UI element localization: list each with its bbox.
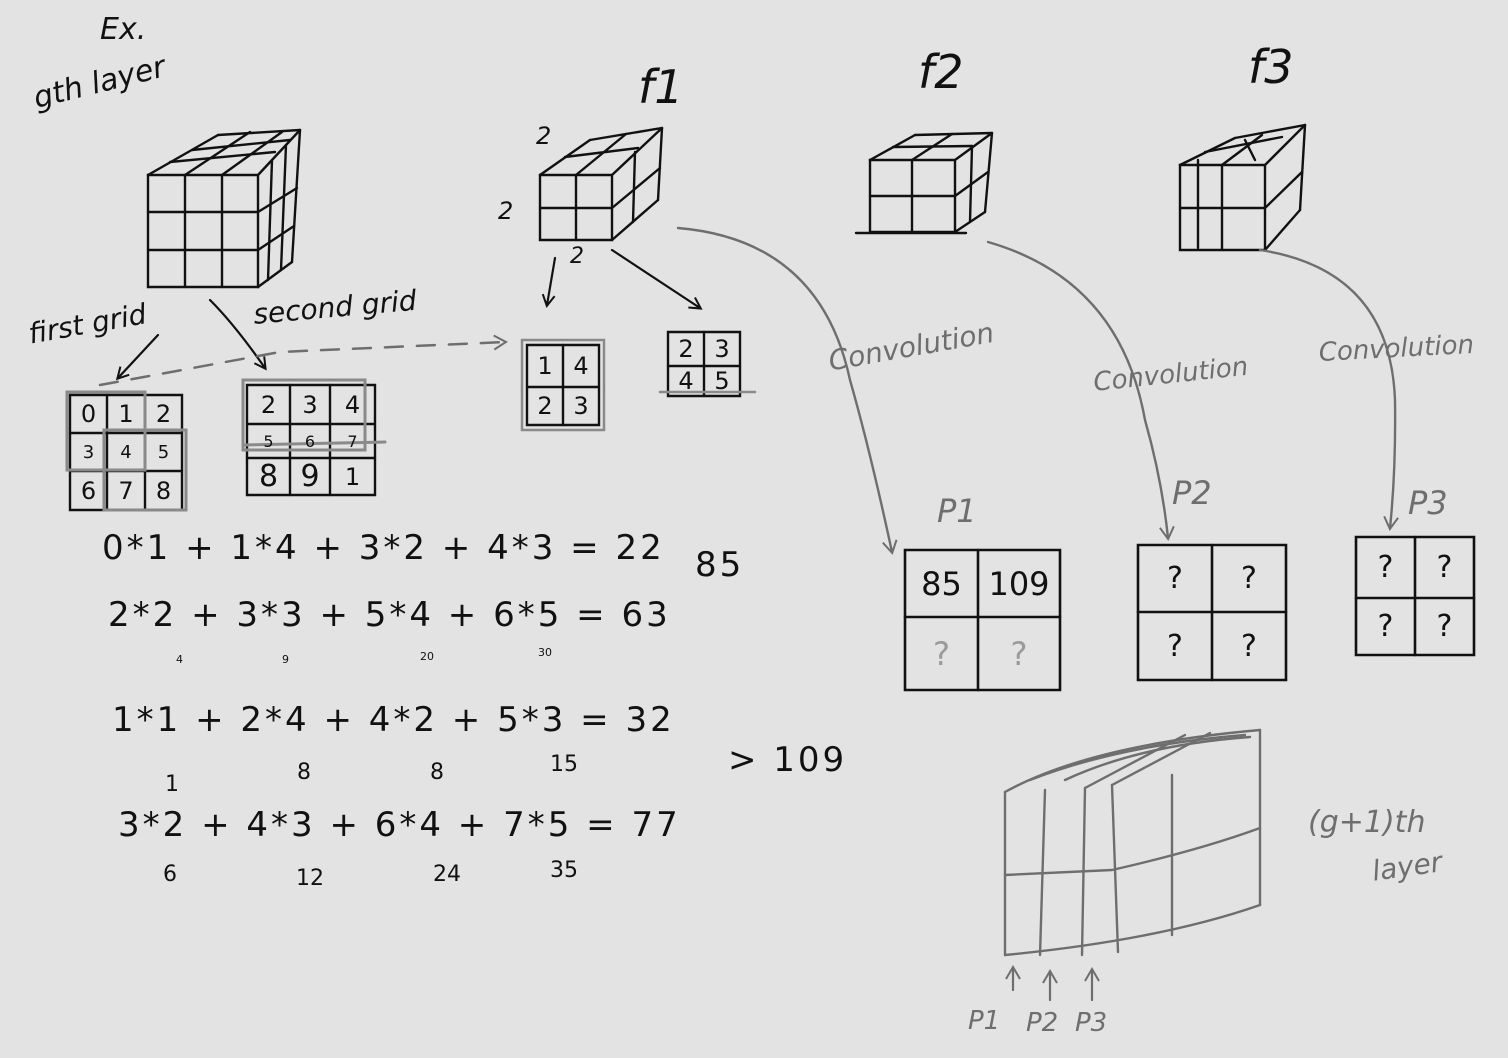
- f1-kernel-slice-a-frame: [522, 340, 604, 430]
- equation-4: 3*2 + 4*3 + 6*4 + 7*5 = 77: [118, 805, 681, 845]
- f2-label: f2: [918, 45, 964, 99]
- f1-kernel-slice-b-frame: [660, 332, 755, 396]
- bottom-p2-label: P2: [1026, 1008, 1059, 1038]
- bottom-p1-label: P1: [968, 1006, 1001, 1036]
- grid-cell: 2: [260, 390, 277, 419]
- dashed-arrow: [100, 342, 505, 385]
- p1-cell: ?: [933, 634, 950, 673]
- grid-cell: 2: [155, 400, 172, 428]
- equation-3-result: > 109: [728, 740, 848, 780]
- f3-kernel-cube: [1180, 125, 1305, 250]
- p3-label: P3: [1408, 484, 1448, 522]
- equation-4-term: 6: [163, 862, 177, 887]
- grid-cell: 4: [344, 390, 361, 419]
- grid-cell: 6: [304, 431, 316, 451]
- grid-cell: 8: [258, 459, 279, 494]
- second-grid-frame: [243, 380, 385, 495]
- grid-cell: 5: [263, 431, 274, 451]
- black-arrows: [118, 250, 700, 378]
- f1-width-dim: 2: [570, 244, 584, 269]
- grid-cell: 6: [80, 476, 97, 505]
- grid-cell: 3: [302, 390, 318, 419]
- p3-cell: ?: [1377, 550, 1394, 585]
- grid-cell: 1: [118, 400, 134, 428]
- equation-3-term: 8: [430, 760, 444, 785]
- equation-1-result: 85: [695, 545, 745, 585]
- equation-3-term: 8: [297, 760, 311, 785]
- grid-cell: 7: [347, 431, 358, 451]
- p2-cell: ?: [1167, 561, 1183, 596]
- equation-2: 2*2 + 3*3 + 5*4 + 6*5 = 63: [108, 595, 671, 635]
- kernel-cell: 2: [678, 335, 694, 363]
- bottom-p3-label: P3: [1075, 1008, 1108, 1038]
- equation-3: 1*1 + 2*4 + 4*2 + 5*3 = 32: [112, 700, 675, 740]
- grid-cell: 4: [120, 441, 132, 463]
- equation-2-term: 30: [538, 646, 552, 659]
- f1-height-dim: 2: [498, 197, 514, 225]
- p3-cell: ?: [1436, 550, 1453, 585]
- next-layer-cube: [1005, 730, 1260, 955]
- equation-3-term: 1: [165, 772, 179, 797]
- kernel-cell: 4: [678, 367, 694, 395]
- grid-cell: 7: [118, 476, 134, 505]
- kernel-cell: 3: [714, 335, 730, 363]
- kernel-cell: 2: [537, 392, 553, 420]
- f1-label: f1: [638, 60, 684, 114]
- kernel-cell: 3: [573, 392, 589, 420]
- convolution-arrows: [678, 228, 1395, 552]
- equation-2-term: 4: [176, 653, 183, 666]
- grid-cell: 9: [300, 459, 320, 494]
- grid-cell: 0: [80, 400, 97, 428]
- p3-cell: ?: [1436, 609, 1453, 644]
- f1-depth-dim: 2: [536, 122, 552, 150]
- p3-output-frame: [1356, 537, 1474, 655]
- equation-4-term: 12: [296, 866, 324, 891]
- equation-2-term: 20: [420, 650, 434, 663]
- equation-3-term: 15: [550, 752, 578, 777]
- equation-4-term: 24: [433, 862, 461, 887]
- equation-2-term: 9: [282, 653, 289, 666]
- p2-cell: ?: [1167, 628, 1183, 664]
- grid-cell: 3: [82, 441, 95, 463]
- f1-kernel-cube: [540, 128, 662, 240]
- p1-output-frame: [905, 550, 1060, 690]
- next-layer-label: (g+1)th: [1308, 805, 1426, 840]
- layer-position-arrows: [1013, 968, 1092, 1000]
- p2-label: P2: [1172, 474, 1212, 512]
- first-grid-frame: [67, 392, 186, 510]
- grid-cell: 8: [155, 476, 172, 505]
- f2-kernel-cube: [856, 133, 992, 233]
- p2-cell: ?: [1241, 628, 1257, 664]
- kernel-cell: 5: [714, 367, 730, 395]
- p1-label: P1: [937, 492, 977, 530]
- equation-4-term: 35: [550, 858, 578, 883]
- example-label: Ex.: [100, 12, 147, 47]
- p1-cell: 85: [921, 564, 962, 603]
- kernel-cell: 1: [537, 352, 553, 380]
- p2-output-frame: [1138, 545, 1286, 680]
- p1-cell: 109: [988, 564, 1050, 603]
- grid-cell: 5: [157, 441, 170, 463]
- p1-cell: ?: [1010, 634, 1028, 673]
- kernel-cell: 4: [573, 352, 589, 380]
- p3-cell: ?: [1377, 609, 1394, 644]
- equation-1: 0*1 + 1*4 + 3*2 + 4*3 = 22: [102, 528, 665, 568]
- f3-label: f3: [1248, 40, 1294, 94]
- p2-cell: ?: [1241, 561, 1257, 596]
- gth-layer-cube: [148, 130, 300, 287]
- grid-cell: 1: [344, 462, 361, 491]
